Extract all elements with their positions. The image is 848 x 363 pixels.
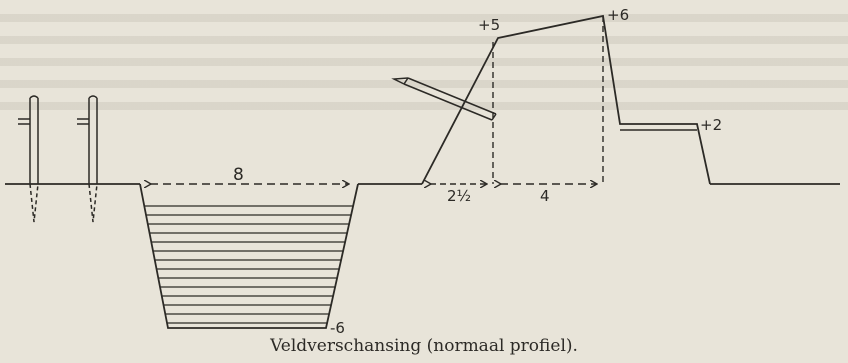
label-ditch-depth: -6 (330, 319, 345, 337)
ditch-hatching (144, 205, 354, 324)
ditch-outline (139, 183, 359, 329)
label-ditch-width: 8 (233, 165, 244, 185)
label-berm-width: 2½ (447, 187, 471, 205)
rifle-icon (391, 77, 497, 121)
stake-left (18, 95, 39, 223)
label-banquette-height: +2 (700, 116, 722, 134)
label-crest-back-height: +6 (607, 6, 629, 24)
label-crest-width: 4 (540, 187, 550, 205)
parapet-outline (421, 14, 711, 185)
stake-right (77, 95, 98, 223)
label-crest-front-height: +5 (478, 16, 500, 34)
figure-caption: Veldverschansing (normaal profiel). (270, 336, 578, 356)
